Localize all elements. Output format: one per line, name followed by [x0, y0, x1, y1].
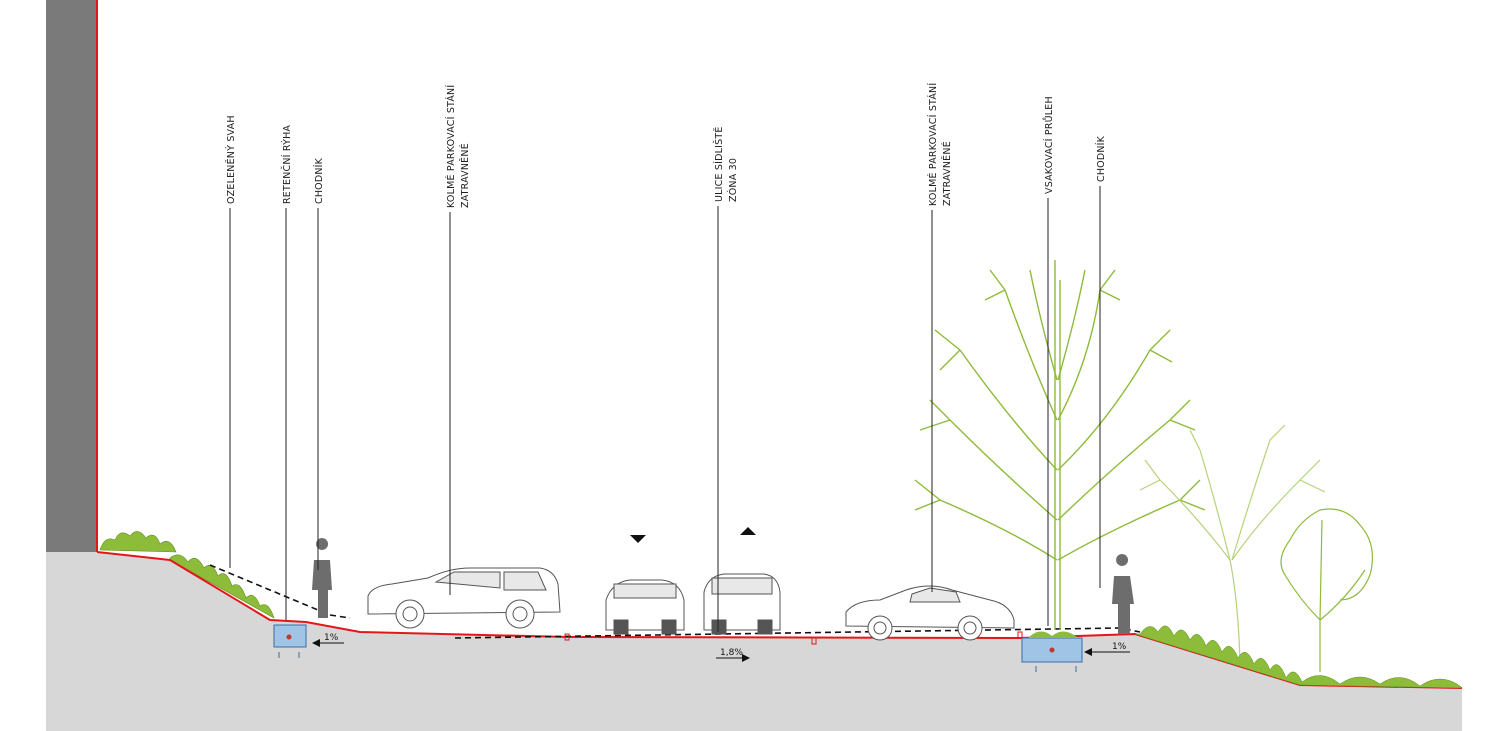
retention-trench — [273, 624, 307, 658]
label-parking-left-1: KOLMÉ PARKOVACÍ STÁNÍ — [445, 85, 457, 208]
slope-arrow-left: 1% — [312, 633, 344, 647]
building-wall — [46, 0, 96, 552]
triangle-down-icon — [630, 535, 646, 543]
slope-arrow-middle: 1,8% — [716, 648, 750, 662]
tree-large — [914, 260, 1206, 630]
tree-small — [1280, 508, 1373, 672]
person-left — [312, 538, 332, 618]
car-wagon — [367, 567, 561, 629]
leader-lines — [229, 186, 1101, 632]
label-parking-right-1: KOLMÉ PARKOVACÍ STÁNÍ — [927, 83, 939, 206]
label-retencni-ryha: RETENČNÍ RÝHA — [281, 125, 293, 204]
label-vsakovaci: VSAKOVACÍ PRŮLEH — [1043, 96, 1055, 194]
label-chodnik-right: CHODNÍK — [1095, 135, 1107, 182]
triangle-up-icon — [740, 527, 756, 535]
car-rear-left — [605, 579, 685, 635]
label-parking-right-2: ZATRAVNĚNÉ — [941, 141, 953, 206]
slope-left-value: 1% — [324, 633, 339, 643]
curbs — [564, 631, 1023, 645]
slope-arrow-right: 1% — [1084, 642, 1130, 656]
subgrade-line-left — [209, 564, 351, 619]
label-ulice-1: ULICE SÍDLIŠTĚ — [713, 126, 725, 202]
slope-right-value: 1% — [1112, 642, 1127, 652]
label-parking-left-2: ZATRAVNĚNÉ — [459, 143, 471, 208]
car-coupe — [845, 585, 1015, 641]
slope-middle-value: 1,8% — [720, 648, 743, 658]
car-rear-right — [703, 573, 781, 635]
person-right — [1112, 554, 1134, 634]
slope-vegetation — [99, 531, 275, 619]
label-ulice-2: ZÓNA 30 — [727, 158, 739, 202]
infiltration-swale — [1021, 631, 1083, 672]
label-chodnik-left: CHODNÍK — [313, 157, 325, 204]
tree-medium — [1139, 424, 1326, 661]
ground-section — [46, 552, 1462, 731]
label-ozeleneny-svah: OZELENĚNÝ SVAH — [225, 115, 237, 204]
grass-right — [1134, 625, 1463, 689]
